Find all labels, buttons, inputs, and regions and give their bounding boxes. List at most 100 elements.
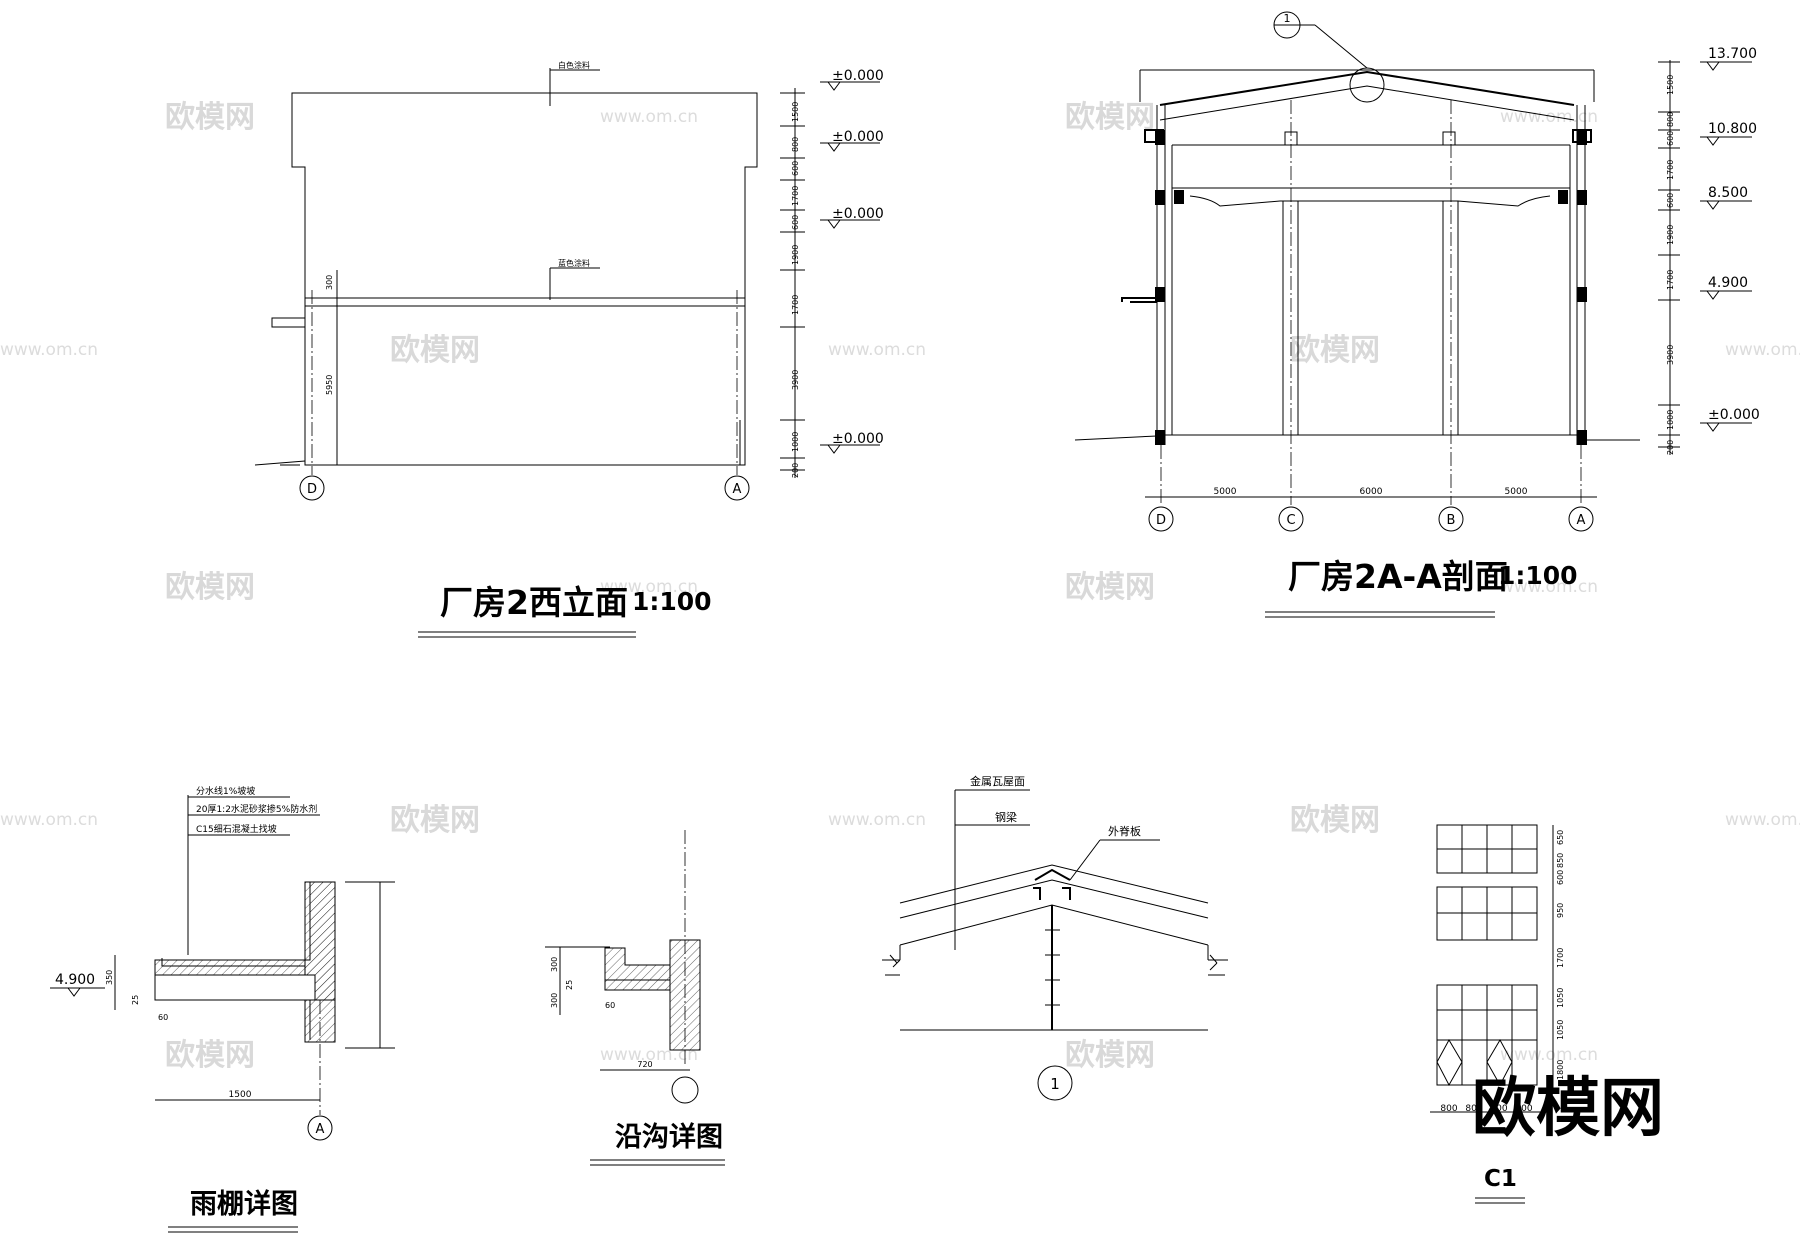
- ridge-detail: 金属瓦屋面 钢梁 外脊板 1: [882, 774, 1228, 1101]
- canopy-soffit: [154, 974, 316, 1001]
- watermark-logo: 欧模网: [165, 1038, 255, 1073]
- crane-rail: [1174, 190, 1184, 204]
- watermark-logo: 欧模网: [390, 333, 480, 368]
- elevation-title: 厂房2西立面: [440, 583, 628, 622]
- watermark-url: www.om.cn: [828, 810, 926, 830]
- dim-text: 1000: [1666, 410, 1675, 430]
- wall-block: [1155, 287, 1165, 302]
- section-drawing: 1: [1074, 11, 1760, 618]
- dim-text: 1500: [791, 102, 800, 122]
- break-mark-left: [882, 945, 901, 976]
- canopy-note: 分水线1%坡坡: [196, 785, 255, 797]
- dim-text: 200: [1666, 440, 1675, 455]
- axis-label: A: [316, 1122, 325, 1137]
- axis-bubble-d: [299, 475, 325, 501]
- axis-bubble: [671, 1076, 699, 1104]
- level-mark: [1700, 290, 1752, 300]
- dim-text: 1700: [791, 186, 800, 206]
- watermark-logo: 欧模网: [1290, 333, 1380, 368]
- window-width: 800: [1490, 1104, 1507, 1114]
- level-text: 8.500: [1708, 185, 1748, 201]
- canopy-width: 1500: [229, 1090, 252, 1100]
- watermark-url: www.om.cn: [1725, 340, 1800, 360]
- span-dim: 5000: [1505, 487, 1528, 497]
- window-opening-marks: [1436, 1038, 1513, 1087]
- watermark-logo: 欧模网: [1065, 1038, 1155, 1073]
- dim-text: 1900: [791, 245, 800, 265]
- span-dim: 6000: [1360, 487, 1383, 497]
- wall-block: [1155, 130, 1165, 145]
- gutter-wall: [669, 939, 701, 1051]
- watermark-url: www.om.cn: [0, 810, 98, 830]
- level-text: ±0.000: [832, 431, 884, 447]
- gutter-dim: 300: [550, 993, 559, 1008]
- axis-label: C: [1286, 513, 1295, 528]
- ridge-purlin: [1033, 887, 1071, 900]
- ridge-label: 钢梁: [995, 810, 1017, 824]
- wall-block: [1577, 287, 1587, 302]
- watermark-logo: 欧模网: [1065, 100, 1155, 135]
- level-mark: [820, 219, 880, 229]
- axis-bubble: [307, 1115, 333, 1141]
- level-mark: [1700, 422, 1752, 432]
- dim-text: 3900: [791, 370, 800, 390]
- level-text: ±0.000: [1708, 407, 1760, 423]
- level-text: 4.900: [1708, 275, 1748, 291]
- purlin: [1442, 131, 1456, 146]
- section-title: 厂房2A-A剖面: [1288, 557, 1508, 596]
- gutter-dim: 300: [550, 957, 559, 972]
- dim-text: 1700: [1666, 160, 1675, 180]
- detail-callout-circle: [1349, 67, 1385, 103]
- watermark-logo: 欧模网: [165, 570, 255, 605]
- window-height: 600: [1556, 870, 1565, 885]
- axis-bubble: [1568, 506, 1594, 532]
- window-width: 800: [1440, 1104, 1457, 1114]
- gutter-dim: 25: [565, 980, 574, 990]
- watermark-url: www.om.cn: [600, 577, 698, 597]
- gutter-width: 720: [637, 1060, 652, 1069]
- left-dim-300: 300: [325, 275, 334, 290]
- roof-sheet-top: [899, 864, 1209, 904]
- window-height: 1050: [1556, 1020, 1565, 1040]
- window-height: 1800: [1556, 1060, 1565, 1080]
- ground-slope: [254, 460, 306, 466]
- canopy-dim: 25: [131, 995, 140, 1005]
- window-height: 950: [1556, 903, 1565, 918]
- level-text: ±0.000: [832, 129, 884, 145]
- roof-beam: [899, 904, 1209, 946]
- detail-number: 1: [1050, 1075, 1060, 1093]
- dim-text: 1700: [1666, 270, 1675, 290]
- note-blue-paint: 蓝色涂料: [558, 258, 590, 268]
- dim-text: 600: [791, 215, 800, 230]
- canopy-note: 20厚1:2水泥砂浆掺5%防水剂: [196, 803, 317, 815]
- crane-beam: [1172, 187, 1570, 207]
- brand-logo: 欧模网: [1472, 1072, 1664, 1146]
- ground-line: [1074, 435, 1158, 441]
- window-height: 1700: [1556, 948, 1565, 968]
- roof-bottom: [1159, 85, 1575, 121]
- window-title: C1: [1484, 1166, 1517, 1192]
- level-text: 13.700: [1708, 46, 1757, 62]
- span-dim: 5000: [1214, 487, 1237, 497]
- axis-label-a: A: [733, 482, 742, 497]
- axis-bubble: [1148, 506, 1174, 532]
- wall-block: [1577, 430, 1587, 445]
- ridge-label: 金属瓦屋面: [970, 774, 1025, 788]
- dim-text: 200: [791, 463, 800, 478]
- wall-block: [1577, 130, 1587, 145]
- watermark-url: www.om.cn: [828, 340, 926, 360]
- ridge-cap: [1034, 868, 1071, 881]
- elevation-drawing: D A 300 5950 白色涂料 蓝色涂料 1500 800 600 1700…: [254, 60, 884, 638]
- level-mark: [820, 142, 880, 152]
- canopy-dim: 60: [158, 1013, 168, 1022]
- canopy-detail: 分水线1%坡坡 20厚1:2水泥砂浆掺5%防水剂 C15细石混凝土找坡 350 …: [50, 785, 395, 1233]
- label-leader: [1069, 839, 1101, 881]
- watermark-layer: 欧模网 www.om.cn 欧模网 www.om.cn www.om.cn 欧模…: [0, 100, 1800, 1147]
- level-text: ±0.000: [832, 206, 884, 222]
- level-mark: [50, 987, 105, 997]
- crane-rail: [1558, 190, 1568, 204]
- dim-text: 1900: [1666, 225, 1675, 245]
- window-height: 650: [1556, 830, 1565, 845]
- gutter-dim: 60: [605, 1001, 615, 1010]
